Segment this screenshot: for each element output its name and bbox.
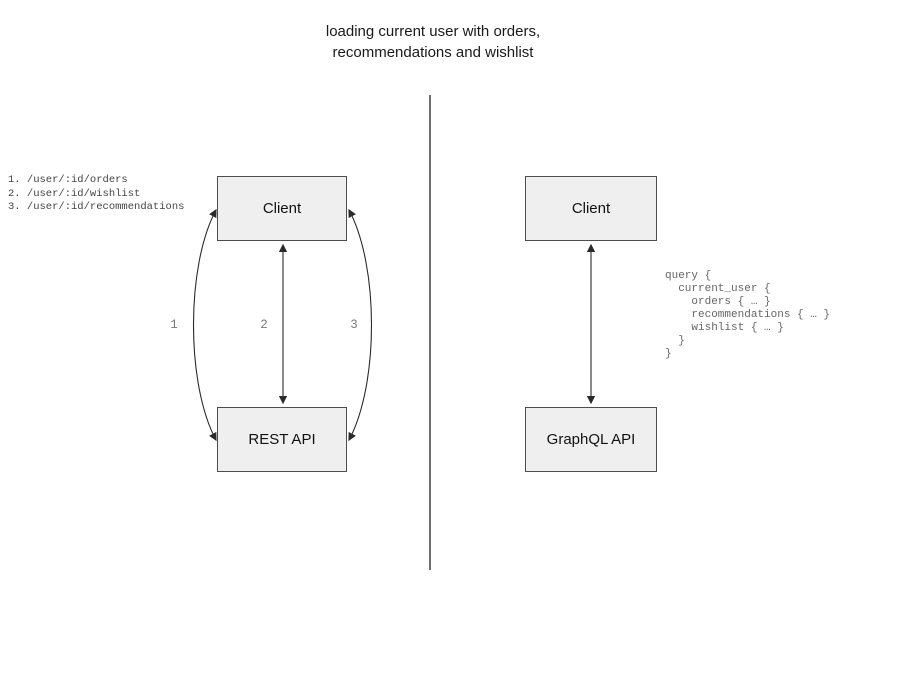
rest-api-label: REST API bbox=[248, 431, 316, 448]
arrow-label-3: 3 bbox=[350, 318, 358, 332]
endpoint-item-1: 1. /user/:id/orders bbox=[8, 174, 128, 186]
graphql-api-box: GraphQL API bbox=[525, 407, 657, 472]
page-title: loading current user with orders, recomm… bbox=[0, 21, 866, 63]
page-title-line-1: loading current user with orders, bbox=[325, 23, 541, 40]
graphql-query-snippet: query { current_user { orders { … } reco… bbox=[665, 270, 831, 360]
graphql-api-label: GraphQL API bbox=[546, 431, 636, 448]
rest-client-box: Client bbox=[217, 176, 347, 241]
arrow-label-1: 1 bbox=[170, 318, 178, 332]
endpoint-item-3: 3. /user/:id/recommendations bbox=[8, 201, 185, 213]
graphql-client-label: Client bbox=[571, 200, 611, 217]
rest-client-label: Client bbox=[262, 200, 302, 217]
rest-arrow-1-curve bbox=[192, 208, 217, 442]
vertical-divider bbox=[429, 95, 431, 570]
rest-endpoints-list: 1. /user/:id/orders 2. /user/:id/wishlis… bbox=[8, 174, 184, 215]
arrow-label-2: 2 bbox=[260, 318, 268, 332]
endpoint-item-2: 2. /user/:id/wishlist bbox=[8, 187, 141, 200]
graphql-client-box: Client bbox=[525, 176, 657, 241]
page-title-line-2: recommendations and wishlist bbox=[332, 44, 534, 61]
rest-api-box: REST API bbox=[217, 407, 347, 472]
